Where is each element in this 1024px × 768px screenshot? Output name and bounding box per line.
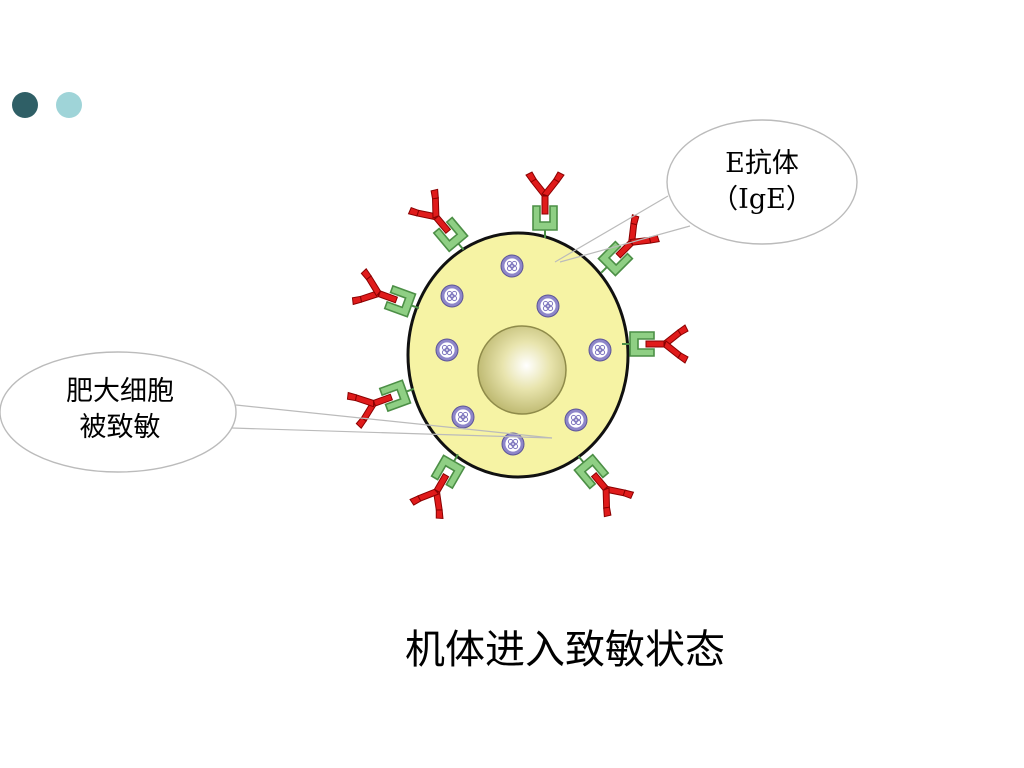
receptor-antibody-top <box>525 171 565 239</box>
granule-icon <box>500 254 524 278</box>
callout-ige-line1: E抗体 <box>725 148 799 179</box>
decor-dot-dark <box>12 92 38 118</box>
granule-icon <box>451 405 475 429</box>
ige-antibody-icon <box>604 212 662 270</box>
callout-bubble-ige <box>666 119 858 245</box>
granule-icon <box>564 408 588 432</box>
callout-mast-cell-line1: 肥大细胞 <box>66 376 174 407</box>
callout-pointer-mast-cell <box>235 404 553 439</box>
callout-mast-cell: 肥大细胞 被致敏 <box>30 374 210 446</box>
ige-antibody-icon <box>645 324 689 364</box>
ige-antibody-icon <box>525 171 565 215</box>
granule-icon <box>588 338 612 362</box>
callout-bubble-mast-cell <box>0 351 237 473</box>
receptor-antibody-right <box>621 324 689 364</box>
granule-icon <box>536 294 560 318</box>
callout-ige-line2: （IgE） <box>711 184 813 215</box>
decor-dot-light <box>56 92 82 118</box>
callout-ige: E抗体 （IgE） <box>690 146 834 218</box>
caption: 机体进入致敏状态 <box>405 627 725 673</box>
callout-mast-cell-line2: 被致敏 <box>79 412 161 443</box>
callout-pointer-ige <box>554 195 669 263</box>
nucleus <box>477 325 567 415</box>
granule-icon <box>440 284 464 308</box>
callout-pointer-mast-cell-2 <box>231 427 553 439</box>
callout-pointer-ige-2 <box>559 225 691 263</box>
granule-icon <box>435 338 459 362</box>
